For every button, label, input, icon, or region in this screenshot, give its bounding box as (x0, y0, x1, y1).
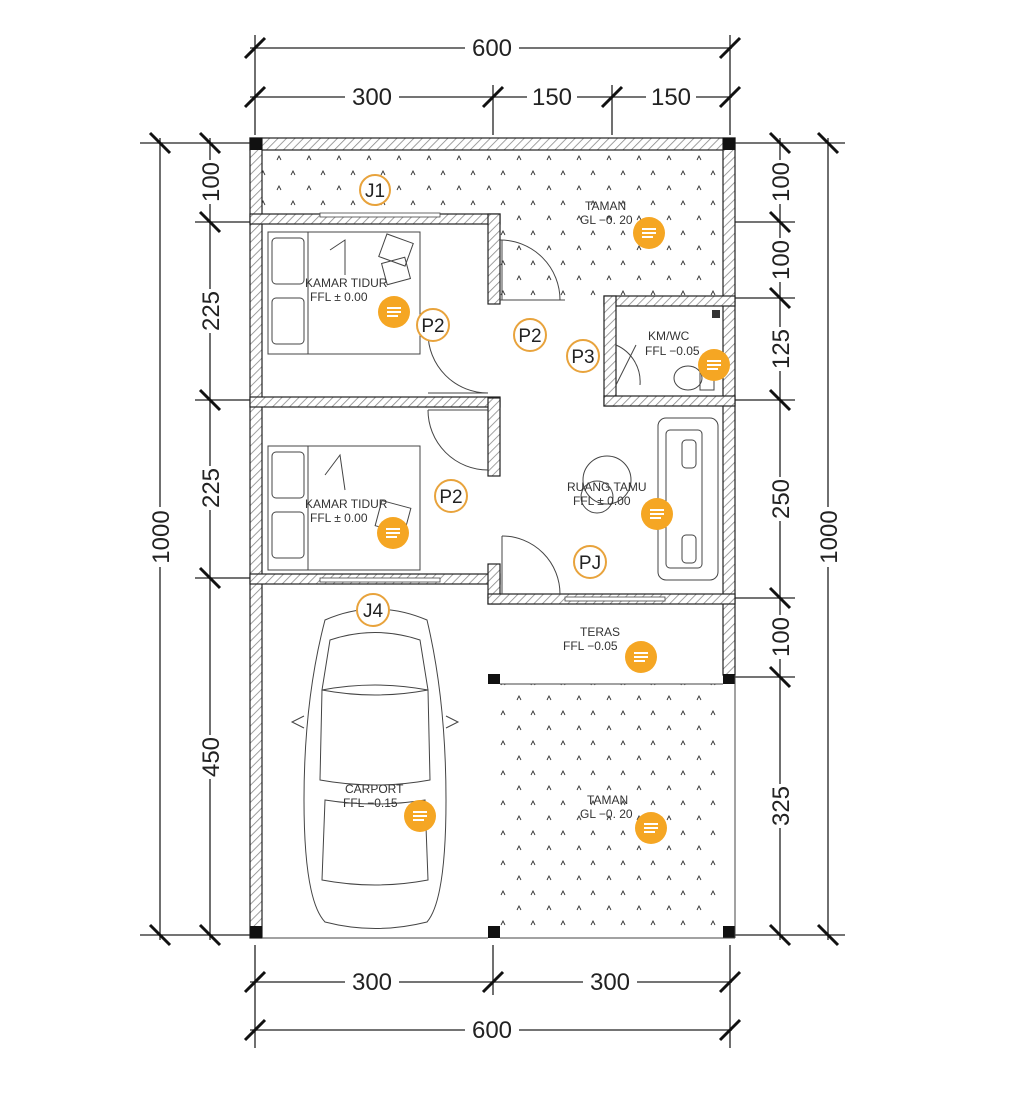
room-level-km-wc: FFL −0.05 (645, 344, 700, 358)
dim-left-4: 450 (198, 737, 225, 777)
room-name-taman-bottom: TAMAN (587, 793, 628, 807)
car (290, 608, 460, 929)
note-icon-ruang-tamu[interactable] (640, 497, 674, 531)
room-name-kamar-tidur-2: KAMAR TIDUR (305, 497, 388, 511)
dim-right-4: 250 (768, 479, 795, 519)
marker-p3-label: P3 (571, 347, 594, 368)
dimension-right: 100 100 125 250 100 325 1000 (735, 131, 845, 947)
marker-pj[interactable]: PJ (573, 545, 607, 579)
note-icon-kamar-tidur-2[interactable] (376, 516, 410, 550)
dim-bottom-2: 300 (590, 969, 630, 996)
note-icon-taman-bottom[interactable] (634, 811, 668, 845)
room-level-taman-top: GL −0. 20 (580, 213, 633, 227)
marker-p2-bedroom-2[interactable]: P2 (434, 479, 468, 513)
room-level-ruang-tamu: FFL ± 0.00 (573, 494, 631, 508)
marker-j1[interactable]: J1 (359, 174, 391, 206)
note-icon-teras[interactable] (624, 640, 658, 674)
dimension-bottom: 300 300 600 (243, 945, 742, 1048)
bed-2 (267, 445, 421, 571)
room-level-kamar-tidur-2: FFL ± 0.00 (310, 511, 368, 525)
note-icon-taman-top[interactable] (632, 216, 666, 250)
dim-right-3: 125 (768, 329, 795, 369)
room-name-carport: CARPORT (345, 782, 404, 796)
room-name-teras: TERAS (580, 625, 620, 639)
note-icon-kamar-tidur-1[interactable] (377, 295, 411, 329)
dim-right-total: 1000 (816, 510, 843, 563)
room-level-kamar-tidur-1: FFL ± 0.00 (310, 290, 368, 304)
windows (319, 212, 666, 602)
bed-1 (267, 231, 421, 355)
dim-bottom-total: 600 (472, 1017, 512, 1044)
doors (427, 239, 641, 595)
marker-p2-hall[interactable]: P2 (513, 318, 547, 352)
note-icon-km-wc[interactable] (697, 348, 731, 382)
marker-p2-bedroom-1-label: P2 (421, 316, 444, 337)
dim-left-3: 225 (198, 468, 225, 508)
garden-top-right-area (500, 214, 723, 297)
dim-left-total: 1000 (148, 510, 175, 563)
marker-p2-bedroom-1[interactable]: P2 (416, 308, 450, 342)
note-icon-carport[interactable] (403, 799, 437, 833)
garden-bottom-area (500, 684, 723, 932)
room-name-taman-top: TAMAN (585, 199, 626, 213)
sofa (657, 417, 719, 581)
dim-top-2: 150 (532, 84, 572, 111)
walls (249, 137, 736, 939)
dim-right-6: 325 (768, 786, 795, 826)
pillow-stack-1 (378, 233, 414, 286)
dim-bottom-1: 300 (352, 969, 392, 996)
marker-pj-label: PJ (579, 553, 601, 574)
dimension-left: 1000 100 225 225 450 (140, 131, 250, 947)
marker-p2-hall-label: P2 (518, 326, 541, 347)
dim-top-1: 300 (352, 84, 392, 111)
dim-right-1: 100 (768, 162, 795, 202)
marker-p2-bedroom-2-label: P2 (439, 487, 462, 508)
marker-j4[interactable]: J4 (356, 593, 390, 627)
garden-top-area (262, 150, 723, 216)
room-name-ruang-tamu: RUANG TAMU (567, 480, 647, 494)
room-level-carport: FFL −0.15 (343, 796, 398, 810)
dim-top-3: 150 (651, 84, 691, 111)
marker-p3[interactable]: P3 (566, 339, 600, 373)
marker-j1-label: J1 (365, 181, 385, 202)
room-level-teras: FFL −0.05 (563, 639, 618, 653)
marker-j4-label: J4 (363, 601, 384, 622)
dim-top-total: 600 (472, 35, 512, 62)
room-name-km-wc: KM/WC (648, 329, 690, 343)
dim-right-5: 100 (768, 617, 795, 657)
dim-right-2: 100 (768, 240, 795, 280)
room-level-taman-bottom: GL −0. 20 (580, 807, 633, 821)
room-name-kamar-tidur-1: KAMAR TIDUR (305, 276, 388, 290)
dimension-top: 600 300 150 150 (243, 34, 742, 135)
dim-left-2: 225 (198, 291, 225, 331)
dim-left-1: 100 (198, 162, 225, 202)
coffee-table (580, 455, 632, 514)
